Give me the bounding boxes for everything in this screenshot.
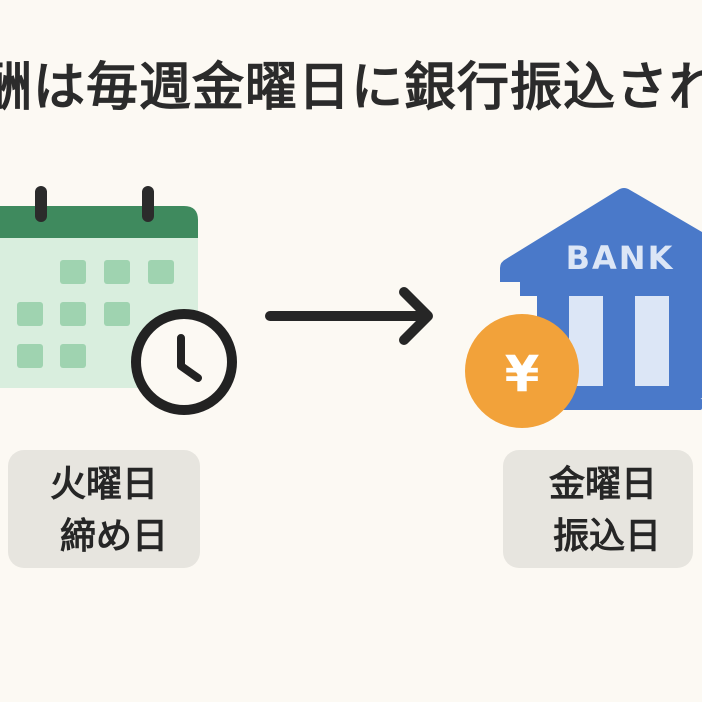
transfer-day-weekday: 金曜日 (549, 464, 658, 505)
transfer-day-label: 金曜日 振込日 (503, 450, 693, 568)
bank-sign-text: BANK (566, 239, 675, 277)
arrow-right-icon (265, 287, 433, 345)
calendar-cells (17, 260, 174, 368)
yen-coin-icon: ¥ (465, 314, 579, 428)
yen-symbol: ¥ (505, 345, 540, 403)
closing-day-text: 締め日 (60, 516, 169, 557)
page-title: 酬は毎週金曜日に銀行振込され (0, 58, 702, 118)
closing-day-label: 火曜日 締め日 (8, 450, 200, 568)
clock-icon (131, 309, 237, 415)
closing-day-weekday: 火曜日 (50, 464, 159, 505)
transfer-day-text: 振込日 (553, 516, 662, 557)
